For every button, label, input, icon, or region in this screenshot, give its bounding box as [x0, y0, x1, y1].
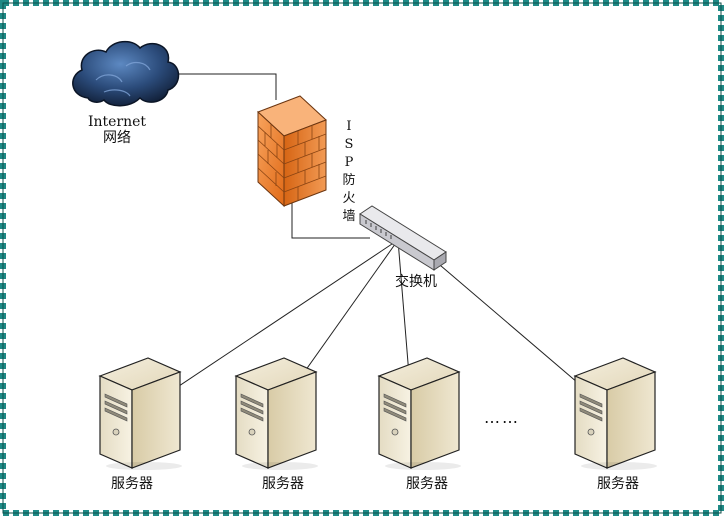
internet-label-line2: 网络 — [102, 130, 131, 146]
internet-to-firewall-line — [160, 73, 277, 100]
server-label-2: 服务器 — [262, 476, 304, 492]
firewall-label-char: 墙 — [342, 209, 356, 224]
internet-label-line1: Internet — [87, 114, 147, 130]
firewall-label-char: 火 — [342, 191, 356, 206]
more-servers-ellipsis: …… — [484, 408, 520, 427]
server-label-3: 服务器 — [406, 476, 448, 492]
server-icon — [573, 357, 657, 470]
server-icon — [377, 357, 461, 470]
firewall-label-char: S — [344, 137, 354, 152]
server-icon — [234, 357, 318, 470]
switch-label: 交换机 — [395, 274, 437, 290]
firewall-label-char: 防 — [342, 173, 356, 188]
server-icon — [98, 357, 182, 470]
server-label-1: 服务器 — [111, 476, 153, 492]
server-label-4: 服务器 — [597, 476, 639, 492]
internet-label: Internet 网络 — [88, 114, 146, 146]
cloud-icon — [72, 40, 180, 107]
firewall-to-switch-line — [291, 200, 370, 239]
network-switch-icon — [359, 205, 447, 271]
switch-to-server-1-line — [139, 239, 399, 413]
firewall-label-char: I — [346, 119, 352, 134]
firewall-label: I S P 防 火 墙 — [341, 118, 357, 226]
brick-firewall-icon — [257, 95, 327, 208]
servers-group — [98, 357, 657, 470]
firewall-label-char: P — [344, 155, 354, 170]
connection-lines — [139, 73, 613, 413]
